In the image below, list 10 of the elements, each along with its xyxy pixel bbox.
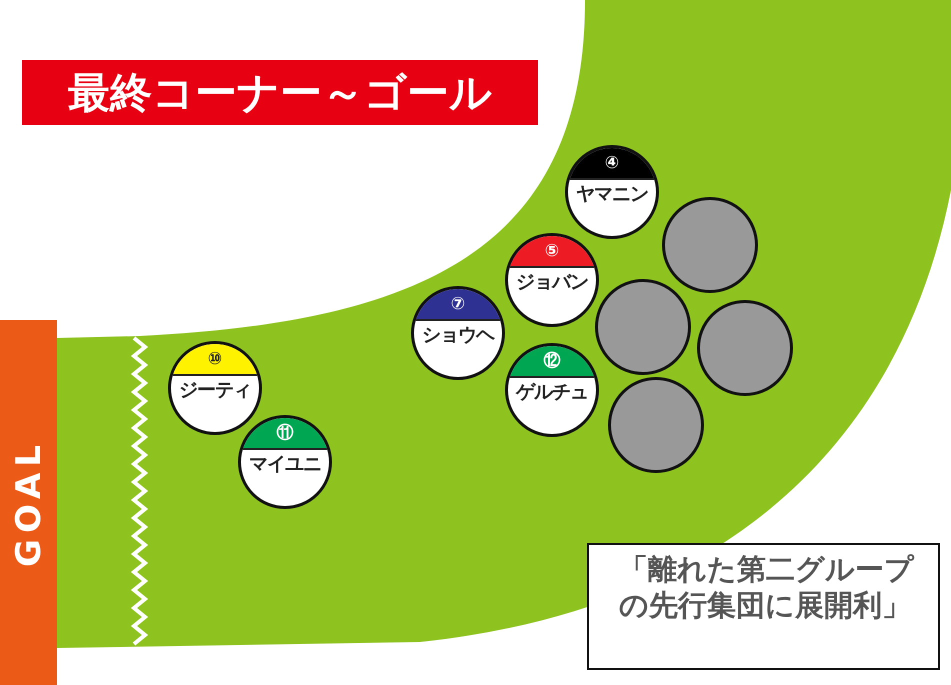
horse-name: ショウヘ (421, 323, 496, 348)
comment-box: 「離れた第二グループの先行集団に展開利」 (587, 543, 940, 670)
horse-name: ゲルチュ (514, 380, 589, 406)
horse-name: ヤマニン (575, 182, 649, 208)
goal-band (0, 320, 57, 685)
horse-name: ジョバン (515, 270, 589, 296)
horse-name: マイユニ (248, 452, 322, 478)
horse-name: ジーティ (178, 378, 252, 404)
goal-label: GOAL (8, 438, 48, 566)
title-banner: 最終コーナー～ゴール (22, 60, 538, 125)
